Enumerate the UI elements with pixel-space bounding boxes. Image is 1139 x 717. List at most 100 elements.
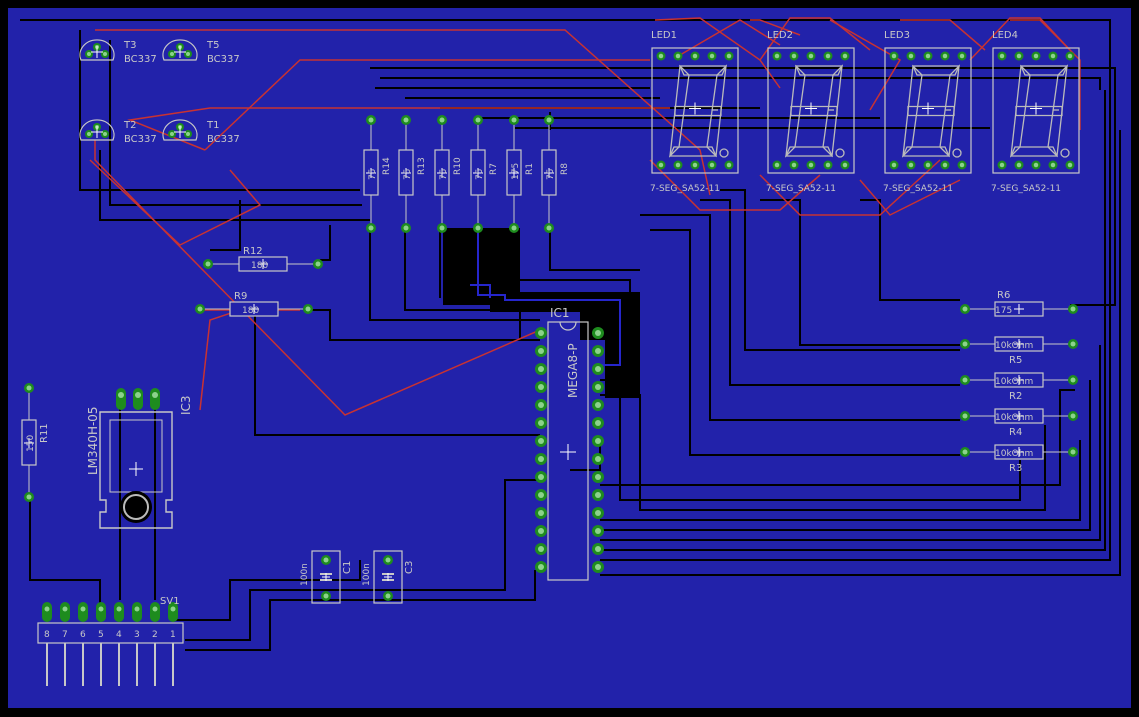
pad-hole <box>170 52 174 56</box>
pad <box>184 50 192 58</box>
pad-hole <box>925 53 931 59</box>
header-pad <box>168 602 178 622</box>
pad-hole <box>538 564 544 570</box>
pad-hole <box>962 306 968 312</box>
pad-hole <box>825 53 831 59</box>
resistor-value: 10kOhm <box>995 341 1033 351</box>
led-ref: LED3 <box>884 30 910 41</box>
pad-hole <box>1070 377 1076 383</box>
pad <box>823 51 833 61</box>
pad <box>24 492 34 502</box>
pad <box>203 259 213 269</box>
pad-hole <box>170 132 174 136</box>
pad <box>806 160 816 170</box>
pad-hole <box>538 330 544 336</box>
pad-hole <box>186 52 190 56</box>
pad-hole <box>962 449 968 455</box>
led-outline <box>767 47 855 174</box>
pad <box>1065 160 1075 170</box>
header-pin-number: 2 <box>152 630 158 640</box>
resistor-ref: R8 <box>560 163 570 175</box>
pad-hole <box>538 492 544 498</box>
segment-dp <box>1060 148 1070 158</box>
pad <box>789 51 799 61</box>
capacitor-ref: C3 <box>404 561 415 574</box>
ic3-part: LM340H-05 <box>86 406 100 475</box>
pad <box>535 417 547 429</box>
resistor-value: 75 <box>475 169 485 180</box>
pad <box>592 417 604 429</box>
segment-f-e <box>1010 64 1031 158</box>
segment-d <box>1009 146 1059 157</box>
pad-hole <box>709 53 715 59</box>
pad-hole <box>323 557 329 563</box>
pad-hole <box>116 606 122 612</box>
transistor-outline <box>79 39 115 61</box>
pad-hole <box>962 413 968 419</box>
pad <box>366 223 376 233</box>
pad <box>592 399 604 411</box>
pad <box>789 160 799 170</box>
pad-hole <box>1033 53 1039 59</box>
pad <box>1031 160 1041 170</box>
pad <box>535 345 547 357</box>
pad-hole <box>439 117 445 123</box>
pad-hole <box>315 261 321 267</box>
pad-hole <box>1016 162 1022 168</box>
pad-hole <box>134 606 140 612</box>
pad <box>906 51 916 61</box>
pad-hole <box>595 456 601 462</box>
pad-hole <box>368 225 374 231</box>
pad-hole <box>103 52 107 56</box>
origin-cross <box>689 102 701 115</box>
resistor-ref: R4 <box>1009 427 1022 438</box>
pad <box>957 160 967 170</box>
resistor-value: 10kOhm <box>995 413 1033 423</box>
pad-hole <box>999 53 1005 59</box>
pad-hole <box>475 225 481 231</box>
pad-hole <box>1033 162 1039 168</box>
pad <box>960 411 970 421</box>
pad-hole <box>726 162 732 168</box>
led-ref: LED4 <box>992 30 1018 41</box>
pad <box>592 345 604 357</box>
pad <box>840 160 850 170</box>
header-pin-number: 6 <box>80 630 86 640</box>
resistor-value: 180 <box>242 306 259 316</box>
origin-cross <box>249 304 259 314</box>
pad-hole <box>44 606 50 612</box>
pad-hole <box>692 53 698 59</box>
pad-hole <box>595 384 601 390</box>
pad <box>535 489 547 501</box>
pad-hole <box>511 117 517 123</box>
origin-cross <box>24 438 34 448</box>
pad-hole <box>595 348 601 354</box>
segment-a <box>678 65 728 76</box>
pad-hole <box>87 132 91 136</box>
pad <box>535 507 547 519</box>
pad-hole <box>26 494 32 500</box>
pad-hole <box>791 162 797 168</box>
pad-hole <box>538 402 544 408</box>
pad <box>1014 160 1024 170</box>
origin-cross <box>560 444 576 460</box>
pad <box>101 130 109 138</box>
resistor-value: 75 <box>368 169 378 180</box>
pad-hole <box>595 510 601 516</box>
pad <box>383 555 393 565</box>
origin-cross <box>1014 375 1024 385</box>
pad-hole <box>595 402 601 408</box>
pad-hole <box>26 385 32 391</box>
pad <box>940 160 950 170</box>
pad <box>840 51 850 61</box>
header-pin-number: 3 <box>134 630 140 640</box>
pad <box>960 375 970 385</box>
resistor-value: 175 <box>995 306 1012 316</box>
pad <box>535 471 547 483</box>
pad <box>401 223 411 233</box>
